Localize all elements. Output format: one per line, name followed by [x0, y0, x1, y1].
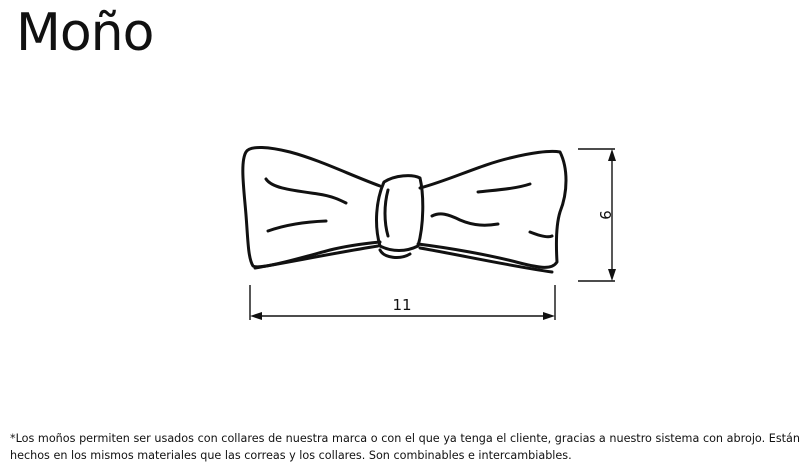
footnote: *Los moños permiten ser usados con colla…: [10, 432, 800, 462]
bow-left-wing: [241, 146, 382, 269]
width-label: 11: [392, 296, 411, 314]
bow-left-crease-bottom: [266, 219, 328, 233]
height-dimension: [578, 148, 616, 282]
bow-right-crease-mid: [430, 212, 500, 227]
bow-knot-inner: [383, 188, 390, 238]
bow-right-fold: [418, 246, 554, 274]
bow-left-fold: [253, 244, 380, 270]
bow-right-crease-bottom: [528, 230, 554, 239]
bow-right-crease-top: [476, 182, 532, 194]
bow-right-wing: [416, 149, 568, 269]
height-label: 9: [596, 210, 614, 220]
bow-knot: [375, 174, 425, 252]
bow-knot-bottom: [378, 248, 412, 259]
bow-left-crease-top: [264, 177, 348, 205]
bow-illustration: [241, 146, 568, 274]
page-title: Moño: [16, 3, 154, 63]
width-dimension: [249, 285, 556, 320]
